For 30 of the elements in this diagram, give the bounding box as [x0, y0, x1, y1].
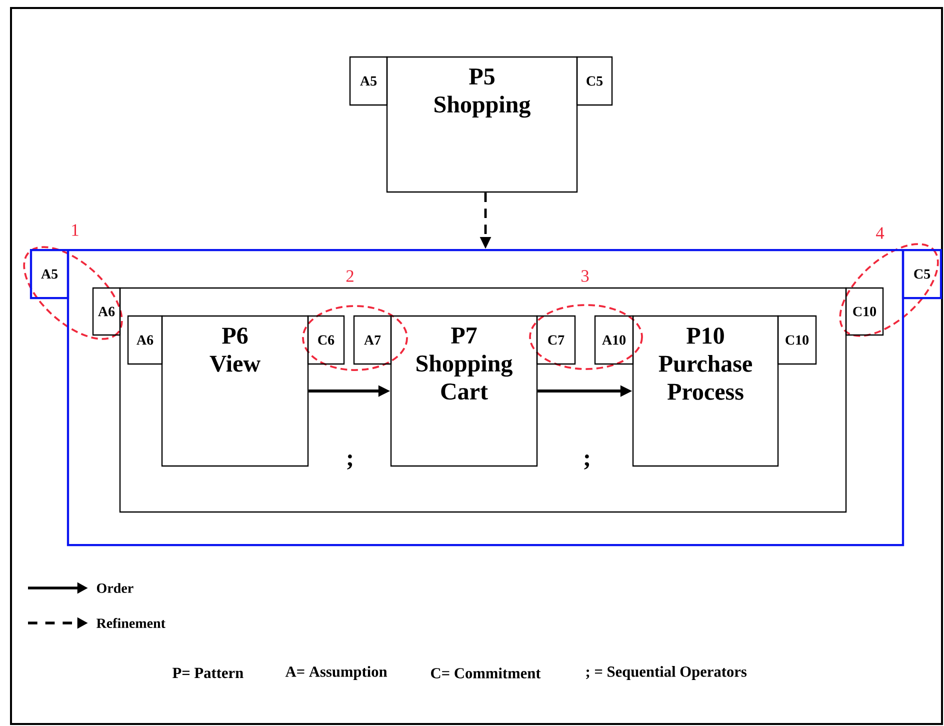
key-text: A= Assumption	[285, 666, 388, 680]
port-box: C6	[307, 315, 345, 365]
port-box: C5	[576, 56, 613, 106]
port-box: C5	[902, 248, 942, 300]
port-box: A10	[594, 315, 634, 365]
port-box: A5	[349, 56, 388, 106]
key-text: P= Pattern	[172, 668, 244, 678]
operator-symbol: ;	[584, 454, 590, 470]
callout-number: 3	[582, 270, 589, 282]
pattern-box: P10 Purchase Process	[632, 315, 779, 467]
key-text: C= Commitment	[431, 668, 541, 678]
callout-number: 1	[72, 224, 78, 236]
port-box: A6	[92, 287, 121, 336]
operator-symbol: ;	[347, 454, 352, 470]
port-box: A5	[30, 248, 70, 300]
key-text: ; = Sequential Operators	[586, 666, 747, 680]
pattern-box: P6 View	[161, 315, 309, 467]
callout-number: 2	[346, 270, 354, 282]
port-box: A7	[353, 315, 392, 365]
port-box: C10	[777, 315, 817, 365]
port-box: A6	[127, 315, 163, 365]
legend-text: Refinement	[96, 618, 166, 628]
legend-text: Order	[96, 583, 134, 593]
pattern-box: P5 Shopping	[386, 56, 578, 193]
group-box	[119, 287, 847, 513]
port-box: C7	[536, 315, 576, 365]
port-box: C10	[845, 287, 884, 336]
callout-number: 4	[876, 227, 884, 239]
group-box	[66, 248, 904, 546]
pattern-box: P7 Shopping Cart	[390, 315, 538, 467]
